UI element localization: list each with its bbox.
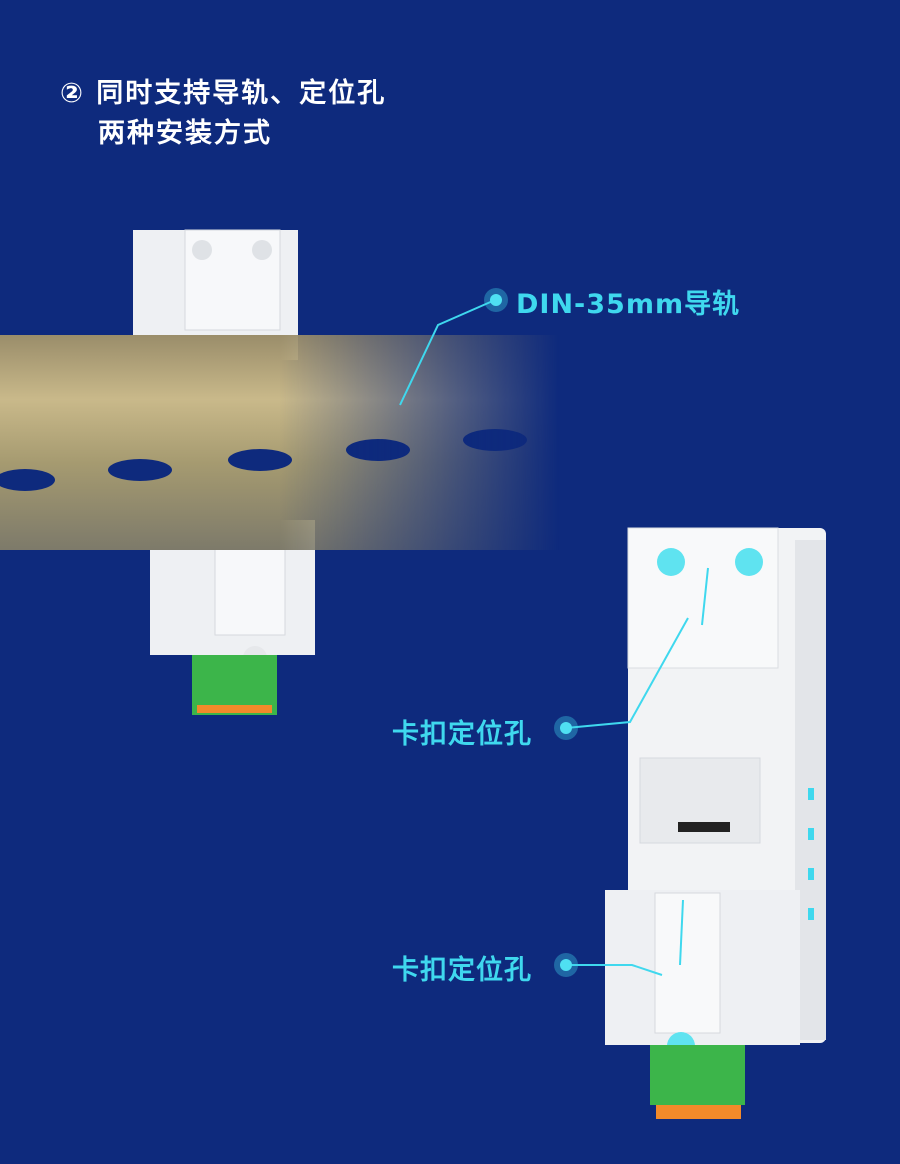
device-standalone bbox=[605, 527, 826, 1119]
heading-line1: 同时支持导轨、定位孔 bbox=[96, 78, 387, 109]
callout-line-hole-bottom bbox=[566, 964, 663, 976]
callout-line-hole-top bbox=[565, 617, 689, 729]
page-heading: ② 同时支持导轨、定位孔 两种安装方式 bbox=[60, 74, 386, 154]
callout-dot-icon bbox=[554, 953, 578, 977]
label-din-rail: DIN-35mm导轨 bbox=[516, 289, 741, 320]
callout-dot-icon bbox=[484, 288, 508, 312]
din-rail bbox=[0, 335, 560, 550]
callout-dot-icon bbox=[554, 716, 578, 740]
heading-line2: 两种安装方式 bbox=[98, 118, 272, 149]
callout-line-rail bbox=[399, 299, 496, 406]
label-hole-bottom: 卡扣定位孔 bbox=[392, 955, 532, 986]
heading-number: ② bbox=[60, 78, 85, 109]
label-hole-top: 卡扣定位孔 bbox=[392, 719, 532, 750]
